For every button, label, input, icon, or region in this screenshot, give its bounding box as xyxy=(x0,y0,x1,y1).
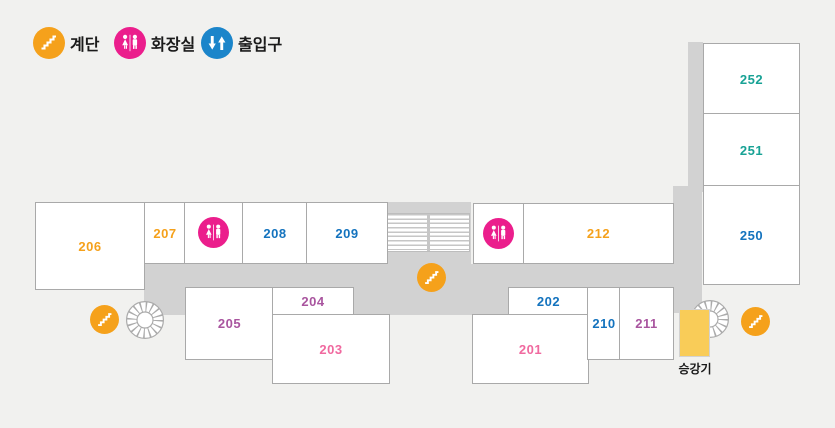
stairs-icon xyxy=(417,263,446,292)
room-201: 201 xyxy=(472,314,589,384)
stairwell-hatch xyxy=(387,213,470,252)
room-label: 250 xyxy=(739,227,764,243)
legend-label: 계단 xyxy=(70,37,100,54)
room-label: 205 xyxy=(217,316,242,331)
entrance-icon xyxy=(201,27,233,59)
room-205: 205 xyxy=(185,287,274,360)
room-label: 211 xyxy=(635,316,658,331)
room-label: 252 xyxy=(739,71,764,87)
room-211: 211 xyxy=(619,287,674,360)
room-204: 204 xyxy=(272,287,354,316)
room-206: 206 xyxy=(35,202,145,290)
room-210: 210 xyxy=(587,287,621,360)
stairs-icon xyxy=(90,305,119,334)
legend-item-stairs: 계단 xyxy=(33,27,99,59)
room-209: 209 xyxy=(306,202,388,264)
stairwell-hatch-divider xyxy=(427,214,430,251)
room-label: 209 xyxy=(335,225,359,241)
room-label: 206 xyxy=(78,238,102,254)
room-250: 250 xyxy=(703,185,800,285)
restroom-icon xyxy=(198,217,229,248)
stairs-icon xyxy=(33,27,65,59)
elevator-label: 승강기 xyxy=(678,362,712,376)
corridor-right-wing-upper xyxy=(688,42,703,192)
room-label: 212 xyxy=(586,226,611,241)
elevator xyxy=(679,309,710,357)
corridor-right-wing-lower xyxy=(673,186,702,313)
legend-item-entrance: 출입구 xyxy=(201,27,282,59)
stairs-icon xyxy=(741,307,770,336)
spiral-stair-left xyxy=(125,300,165,340)
room-label: 204 xyxy=(301,294,325,309)
room-label: 207 xyxy=(153,225,177,241)
room-208: 208 xyxy=(242,202,308,264)
room-251: 251 xyxy=(703,113,800,187)
legend-item-restroom: 화장실 xyxy=(114,27,195,59)
room-label: 203 xyxy=(319,341,343,357)
restroom-icon xyxy=(114,27,146,59)
room-label: 202 xyxy=(536,294,561,309)
room-203: 203 xyxy=(272,314,390,384)
room-label: 210 xyxy=(592,316,616,331)
room-label: 201 xyxy=(518,341,543,357)
legend-label: 출입구 xyxy=(238,37,283,54)
room-202: 202 xyxy=(508,287,589,316)
room-212: 212 xyxy=(523,203,674,264)
room-label: 251 xyxy=(739,142,764,158)
restroom-icon xyxy=(483,218,514,249)
room-label: 208 xyxy=(263,225,287,241)
legend-label: 화장실 xyxy=(151,37,196,54)
room-207: 207 xyxy=(144,202,186,264)
room-252: 252 xyxy=(703,43,800,115)
